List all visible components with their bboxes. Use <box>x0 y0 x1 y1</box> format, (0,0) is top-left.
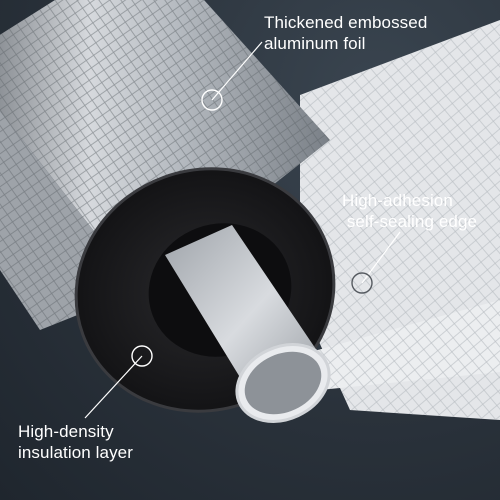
callout-edge-marker <box>351 231 401 294</box>
insulation-callout-line1: High-density <box>18 422 114 441</box>
foil-callout-line1: Thickened embossed <box>264 13 428 32</box>
inner-pipe <box>165 225 331 423</box>
foil-callout-line2: aluminum foil <box>264 34 366 53</box>
callout-insulation-marker <box>84 345 153 419</box>
edge-callout-label: High-adhesion self-sealing edge <box>342 190 477 232</box>
insulation-callout-line2: insulation layer <box>18 443 133 462</box>
callout-foil-marker <box>201 41 263 111</box>
edge-callout-line2: self-sealing edge <box>342 212 478 231</box>
insulation-callout-label: High-density insulation layer <box>18 421 133 463</box>
foil-tube-body <box>0 0 330 330</box>
edge-callout-line1: High-adhesion <box>342 191 453 210</box>
foil-callout-label: Thickened embossed aluminum foil <box>264 12 427 54</box>
